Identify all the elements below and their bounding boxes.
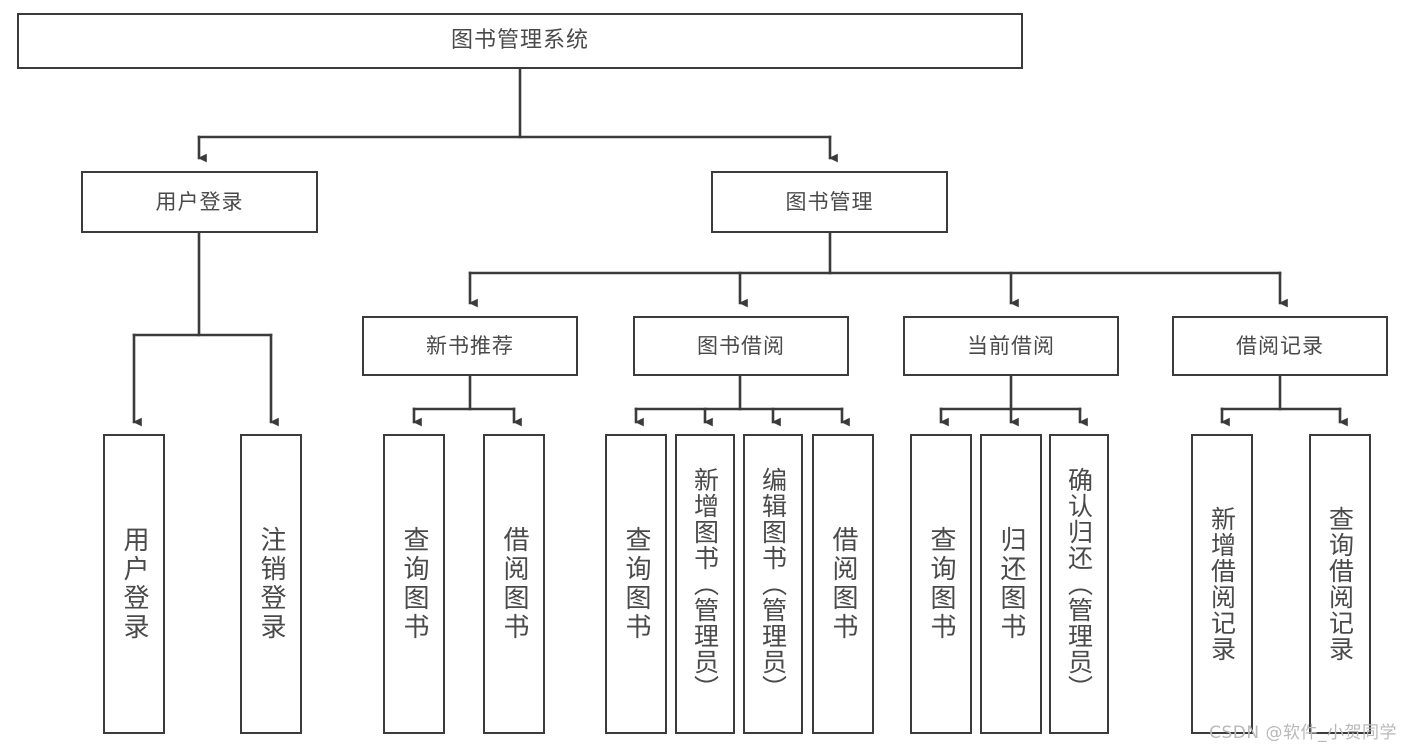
leaf-return-book-label: 归还图书 xyxy=(996,526,1027,642)
leaf-edit-book-admin-label: 编辑图书（管理员） xyxy=(758,467,788,701)
node-user-login[interactable]: 用户登录 xyxy=(81,171,318,233)
node-book-management[interactable]: 图书管理 xyxy=(711,171,948,233)
node-borrow-record-label: 借阅记录 xyxy=(1236,333,1324,358)
leaf-query-borrow-record-label: 查询借阅记录 xyxy=(1325,506,1355,662)
leaf-return-book[interactable]: 归还图书 xyxy=(980,434,1042,734)
leaf-logout[interactable]: 注销登录 xyxy=(240,434,302,734)
node-user-login-label: 用户登录 xyxy=(155,189,244,214)
leaf-add-book-admin-label: 新增图书（管理员） xyxy=(690,467,720,701)
leaf-logout-label: 注销登录 xyxy=(256,526,287,642)
node-book-borrowing-label: 图书借阅 xyxy=(697,333,785,358)
node-current-borrowing[interactable]: 当前借阅 xyxy=(903,316,1119,376)
leaf-edit-book-admin[interactable]: 编辑图书（管理员） xyxy=(743,434,803,734)
node-root-label: 图书管理系统 xyxy=(450,28,589,54)
leaf-borrow-book-new[interactable]: 借阅图书 xyxy=(483,434,545,734)
leaf-query-book-new[interactable]: 查询图书 xyxy=(383,434,445,734)
node-new-book-recommendation-label: 新书推荐 xyxy=(426,333,514,358)
leaf-borrow-book-label: 借阅图书 xyxy=(828,526,859,642)
node-current-borrowing-label: 当前借阅 xyxy=(967,333,1055,358)
node-root[interactable]: 图书管理系统 xyxy=(17,13,1023,69)
leaf-add-borrow-record-label: 新增借阅记录 xyxy=(1207,506,1237,662)
node-book-management-label: 图书管理 xyxy=(785,189,874,214)
leaf-query-book-current[interactable]: 查询图书 xyxy=(910,434,972,734)
leaf-query-book-current-label: 查询图书 xyxy=(926,526,957,642)
leaf-query-book-borrow[interactable]: 查询图书 xyxy=(605,434,667,734)
leaf-query-book-borrow-label: 查询图书 xyxy=(621,526,652,642)
leaf-confirm-return-admin[interactable]: 确认归还（管理员） xyxy=(1049,434,1109,734)
leaf-borrow-book[interactable]: 借阅图书 xyxy=(812,434,874,734)
leaf-query-book-new-label: 查询图书 xyxy=(399,526,430,642)
node-borrow-record[interactable]: 借阅记录 xyxy=(1172,316,1388,376)
leaf-confirm-return-admin-label: 确认归还（管理员） xyxy=(1064,467,1094,701)
node-book-borrowing[interactable]: 图书借阅 xyxy=(633,316,849,376)
leaf-add-borrow-record[interactable]: 新增借阅记录 xyxy=(1191,434,1253,734)
node-new-book-recommendation[interactable]: 新书推荐 xyxy=(362,316,578,376)
leaf-query-borrow-record[interactable]: 查询借阅记录 xyxy=(1309,434,1371,734)
leaf-user-login-label: 用户登录 xyxy=(119,526,150,642)
leaf-user-login[interactable]: 用户登录 xyxy=(103,434,165,734)
leaf-add-book-admin[interactable]: 新增图书（管理员） xyxy=(675,434,735,734)
leaf-borrow-book-new-label: 借阅图书 xyxy=(499,526,530,642)
